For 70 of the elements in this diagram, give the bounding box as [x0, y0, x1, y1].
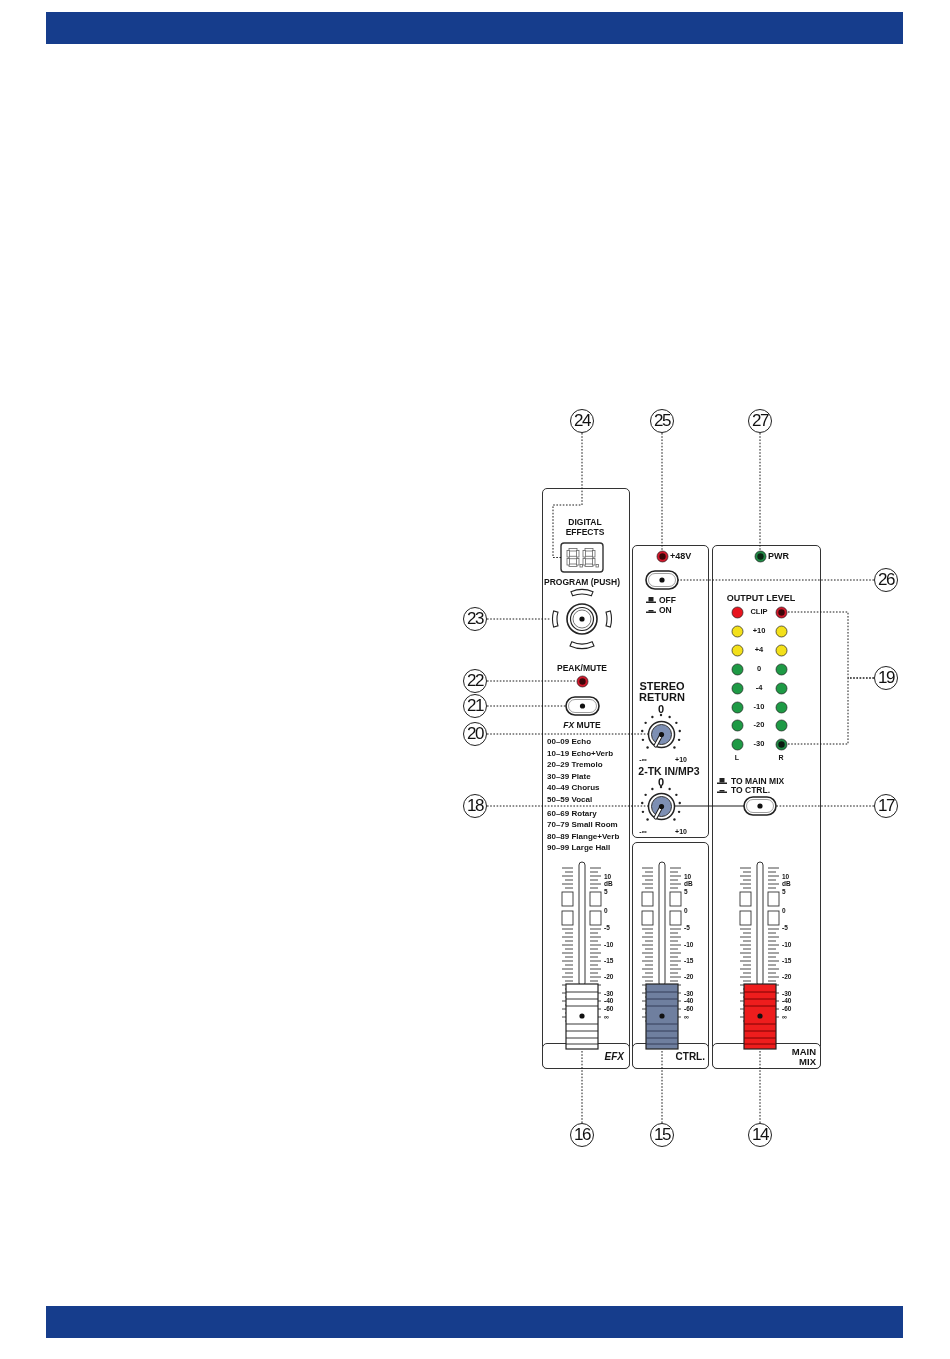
led-icon	[774, 605, 788, 619]
led-icon	[753, 549, 767, 563]
preset-list-entry: 70–79 Small Room	[547, 820, 618, 829]
callout-number: 19	[874, 666, 898, 690]
leader-line	[775, 805, 875, 807]
leader-line	[486, 618, 552, 620]
preset-list-entry: 30–39 Plate	[547, 771, 591, 781]
indicator-label: PWR	[768, 551, 789, 561]
leader-line	[786, 677, 875, 745]
section-label: STEREO RETURN	[639, 681, 685, 703]
section-label: DIGITAL EFFECTS	[565, 517, 605, 537]
indicator-label: PEAK/MUTE	[556, 663, 608, 673]
callout-number: 25	[650, 409, 674, 433]
callout-number: 20	[463, 722, 487, 746]
preset-list-entry: 20–29 Tremolo	[547, 760, 603, 769]
fader	[564, 860, 600, 1051]
leader-line	[759, 1050, 761, 1124]
section-label: OUTPUT LEVEL	[726, 593, 796, 603]
rotary-knob	[646, 719, 676, 749]
fader	[742, 860, 778, 1051]
callout-number: 24	[570, 409, 594, 433]
leader-line	[661, 1050, 663, 1124]
preset-list-entry: 80–89 Flange+Verb	[547, 831, 620, 841]
callout-number: 16	[570, 1123, 594, 1147]
push-button	[645, 570, 679, 590]
leader-line	[486, 680, 577, 682]
leader-line	[759, 432, 761, 551]
preset-list-entry: 60–69 Rotary	[547, 808, 597, 818]
led-icon	[655, 549, 669, 563]
callout-number: 17	[874, 794, 898, 818]
preset-list-entry: 10–19 Echo+Verb	[547, 748, 614, 758]
led-icon	[774, 737, 788, 751]
switch-position-label: TO MAIN MIX	[731, 776, 785, 786]
leader-line	[486, 733, 649, 735]
rotary-encoder	[551, 588, 613, 650]
fader	[644, 860, 680, 1051]
control-label: FX MUTE	[563, 720, 601, 730]
leader-line	[677, 579, 875, 581]
digit-display	[560, 542, 604, 573]
control-label: PROGRAM (PUSH)	[544, 577, 620, 587]
leader-line	[661, 432, 663, 551]
led-icon	[575, 674, 589, 688]
callout-number: 26	[874, 568, 898, 592]
connector-line	[673, 805, 745, 807]
strip-name-label: CTRL.	[675, 1050, 705, 1062]
leader-line	[486, 705, 566, 707]
preset-list-entry: 90–99 Large Hall	[547, 843, 611, 852]
push-button	[743, 796, 777, 816]
callout-number: 21	[463, 694, 487, 718]
callout-number: 27	[748, 409, 772, 433]
callout-number: 23	[463, 607, 487, 631]
callout-number: 15	[650, 1123, 674, 1147]
switch-position-label: OFF	[659, 595, 676, 605]
callout-number: 22	[463, 669, 487, 693]
rotary-knob	[646, 791, 676, 821]
push-button	[564, 696, 600, 716]
callout-number: 18	[463, 794, 487, 818]
leader-line	[486, 805, 649, 807]
leader-line	[581, 1050, 583, 1124]
switch-position-label: ON	[659, 605, 672, 615]
indicator-label: +48V	[670, 551, 692, 561]
leader-line	[552, 432, 583, 558]
strip-name-label: EFX	[604, 1050, 624, 1062]
preset-list-entry: 40–49 Chorus	[547, 783, 600, 792]
section-label: 2-TK IN/MP3	[638, 765, 700, 777]
preset-list-entry: 00–09 Echo	[547, 737, 592, 746]
knob-scale-label: 0	[657, 776, 665, 788]
callout-number: 14	[748, 1123, 772, 1147]
strip-name-label: MAIN MIX	[791, 1047, 816, 1067]
preset-list-entry: 50–59 Vocal	[547, 794, 593, 804]
